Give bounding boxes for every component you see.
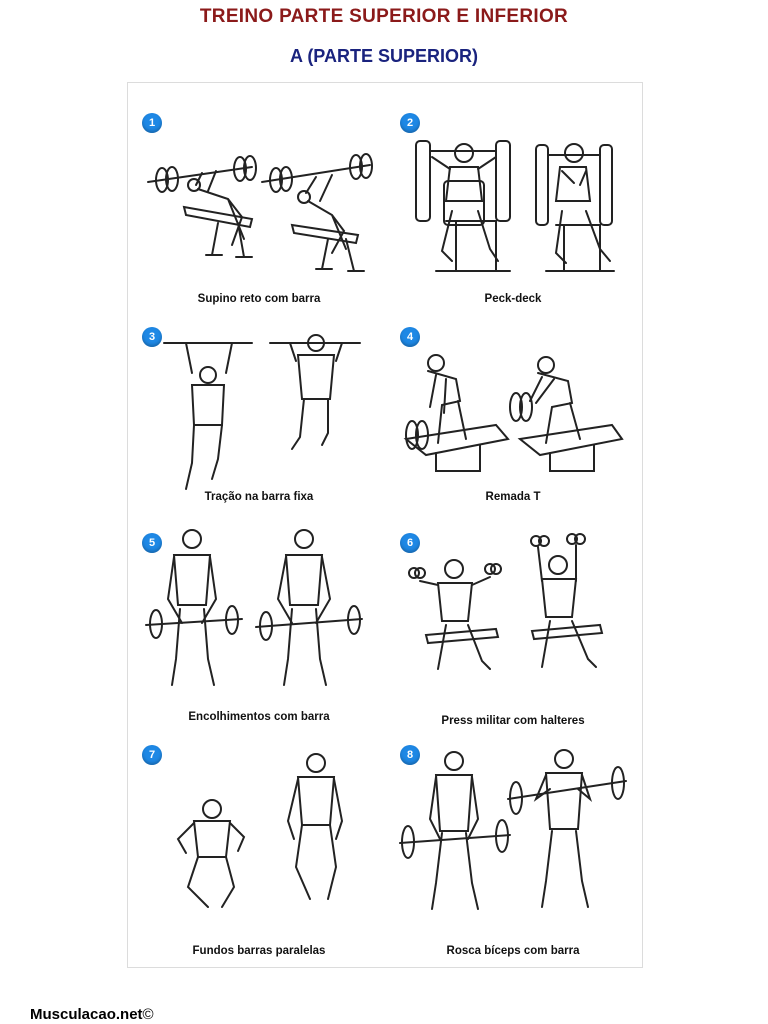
exercise-number-badge: 1 [142, 113, 162, 133]
page-title: TREINO PARTE SUPERIOR E INFERIOR [199, 6, 569, 27]
exercise-number-badge: 5 [142, 533, 162, 553]
exercise-card-7: 7 Fundos barras paralelas [132, 737, 386, 965]
exercise-card-6: 6 Press militar com halteres [386, 529, 640, 729]
exercise-number-badge: 8 [400, 745, 420, 765]
dumbbell-press-illustration [386, 529, 640, 705]
exercise-name: Press militar com halteres [441, 715, 585, 727]
exercise-number-badge: 6 [400, 533, 420, 553]
exercise-card-2: 2 [386, 107, 640, 317]
exercise-name: Rosca bíceps com barra [446, 945, 580, 957]
exercise-number-badge: 7 [142, 745, 162, 765]
t-bar-row-illustration [386, 343, 640, 493]
exercise-card-8: 8 Rosca bíceps com barra [386, 737, 640, 965]
footer-copyright: © [142, 1006, 154, 1023]
peck-deck-illustration [386, 121, 640, 289]
exercise-name: Peck-deck [484, 293, 542, 305]
footer-brand-name: Musculacao.net [30, 1006, 143, 1023]
page-subtitle: A (PARTE SUPERIOR) [289, 46, 478, 66]
bench-press-illustration [132, 127, 386, 287]
exercise-name: Tração na barra fixa [204, 491, 314, 503]
exercise-name: Encolhimentos com barra [188, 711, 330, 723]
exercise-card-3: 3 Tração na barra fixa [132, 323, 386, 523]
barbell-curl-illustration [386, 743, 640, 933]
exercise-card-5: 5 Encolhimentos com barra [132, 529, 386, 729]
exercise-card-1: 1 [132, 107, 386, 317]
exercise-sheet: 1 [127, 82, 643, 968]
exercise-number-badge: 4 [400, 327, 420, 347]
footer-brand: Musculacao.net© [30, 1006, 154, 1023]
exercise-number-badge: 2 [400, 113, 420, 133]
exercise-card-4: 4 Remada T [386, 323, 640, 523]
parallel-bar-dips-illustration [132, 747, 386, 927]
shrug-illustration [132, 529, 386, 699]
exercise-name: Supino reto com barra [197, 293, 321, 305]
exercise-number-badge: 3 [142, 327, 162, 347]
exercise-name: Remada T [485, 491, 541, 503]
exercise-name: Fundos barras paralelas [192, 945, 326, 957]
pull-up-illustration [132, 333, 386, 503]
